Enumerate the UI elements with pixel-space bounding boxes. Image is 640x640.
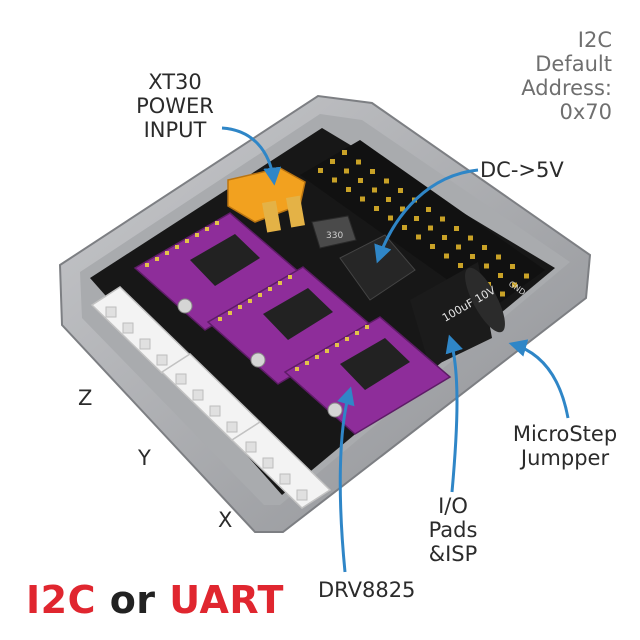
driver-chip (190, 234, 260, 286)
header-pin (414, 216, 419, 221)
title-or: or (109, 578, 156, 622)
header-pin (500, 291, 505, 297)
xt30-arrow (221, 126, 282, 186)
header-pin (318, 168, 323, 173)
io-arrow (445, 334, 463, 493)
header-pin (358, 178, 363, 183)
title-uart: UART (169, 578, 284, 622)
drv8825-board (133, 212, 302, 331)
header-pin (400, 206, 405, 212)
header-pin (458, 263, 463, 268)
header-pin (402, 225, 407, 230)
microstep-label: MicroStep Jumpper (512, 422, 618, 470)
header-pin (384, 178, 389, 184)
inductor: 330 (311, 215, 357, 249)
header-pin (386, 197, 391, 202)
header-pin (524, 273, 529, 279)
regulator-chip (339, 234, 416, 301)
header-pin (332, 177, 337, 183)
header-pin (456, 244, 461, 250)
motor-connector (90, 286, 192, 374)
header-pin (498, 273, 503, 278)
interface-title: I2C or UART (26, 578, 284, 622)
i2c-address-label: I2C Default Address: 0x70 (521, 28, 612, 124)
header-pin (444, 253, 449, 259)
dc-label: DC->5V (480, 158, 564, 182)
header-pin (330, 159, 335, 164)
header-pin (512, 282, 517, 288)
drv-arrow (337, 386, 355, 573)
header-pin (440, 216, 445, 222)
header-pin (430, 244, 435, 249)
axis-z-label: Z (78, 386, 93, 410)
capacitor: 100uF 10V (410, 262, 505, 368)
header-pin (468, 235, 473, 241)
motor-connectors (90, 286, 332, 509)
microstep-arrow (508, 339, 570, 419)
header-pin (510, 264, 515, 269)
driver-chip (340, 338, 410, 390)
xt30-label: XT30 POWER INPUT (136, 70, 214, 142)
header-pin (428, 225, 433, 231)
drv8825-board (283, 316, 452, 435)
header-pin (372, 187, 377, 193)
header-pin (388, 215, 393, 221)
header-pin (356, 159, 361, 165)
header-pin (442, 235, 447, 240)
header-pin (470, 254, 475, 259)
header-pin (482, 245, 487, 250)
driver-boards (133, 212, 452, 435)
callout-arrows (221, 126, 570, 573)
header-pin (426, 207, 431, 212)
header-pin (360, 196, 365, 202)
header-pin (484, 263, 489, 269)
header-pin (344, 168, 349, 174)
dc-arrow (374, 168, 479, 264)
drv8825-label: DRV8825 (318, 578, 416, 602)
xt30-connector (227, 167, 306, 233)
axis-x-label: X (218, 508, 233, 532)
title-i2c: I2C (26, 578, 96, 622)
header-pin (398, 188, 403, 193)
header-pin (342, 150, 347, 155)
header-pin (496, 254, 501, 260)
header-pin (370, 169, 375, 174)
motor-connector (230, 421, 332, 509)
io-pads-label: I/O Pads &ISP (428, 494, 478, 566)
header-pin (374, 206, 379, 211)
header-pin (346, 187, 351, 192)
inductor-mark: 330 (326, 231, 343, 241)
axis-y-label: Y (138, 446, 151, 470)
header-pin (454, 226, 459, 231)
driver-chip (263, 288, 333, 340)
header-pin (416, 234, 421, 240)
